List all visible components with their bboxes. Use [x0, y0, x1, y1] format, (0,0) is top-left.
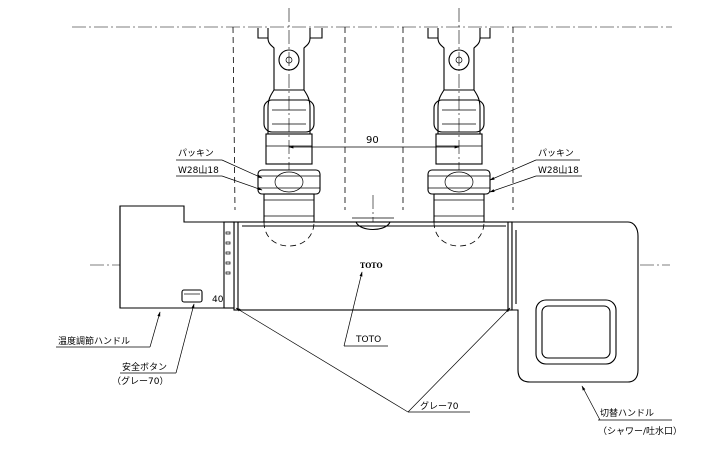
- label-switch-handle: 切替ハンドル: [600, 407, 654, 419]
- label-temp-handle: 温度調節ハンドル: [58, 335, 130, 347]
- label-thread-left: W28山18: [178, 165, 219, 176]
- label-switch-handle-modes: （シャワー/吐水口）: [598, 425, 682, 437]
- label-toto-callout: TOTO: [355, 335, 381, 345]
- label-safety-button-color: （グレー70）: [112, 375, 168, 387]
- dimension-value: 90: [366, 135, 379, 146]
- label-safety-button: 安全ボタン: [122, 361, 167, 373]
- right-escutcheon-outline: [402, 27, 514, 210]
- switch-handle: [511, 221, 639, 383]
- body-brand-mark: TOTO: [360, 261, 383, 270]
- right-nut: [427, 169, 491, 223]
- label-packing-right: パッキン: [538, 148, 574, 159]
- label-thread-right: W28山18: [538, 165, 579, 176]
- temp-scale-number: 40: [212, 295, 224, 305]
- label-gray-callout: グレー70: [420, 400, 459, 412]
- left-elbow: [257, 28, 323, 165]
- temperature-handle: [119, 205, 235, 309]
- left-nut: [257, 169, 321, 223]
- mixer-body: [233, 217, 513, 311]
- left-escutcheon-outline: [232, 26, 346, 211]
- label-packing-left: パッキン: [178, 148, 214, 159]
